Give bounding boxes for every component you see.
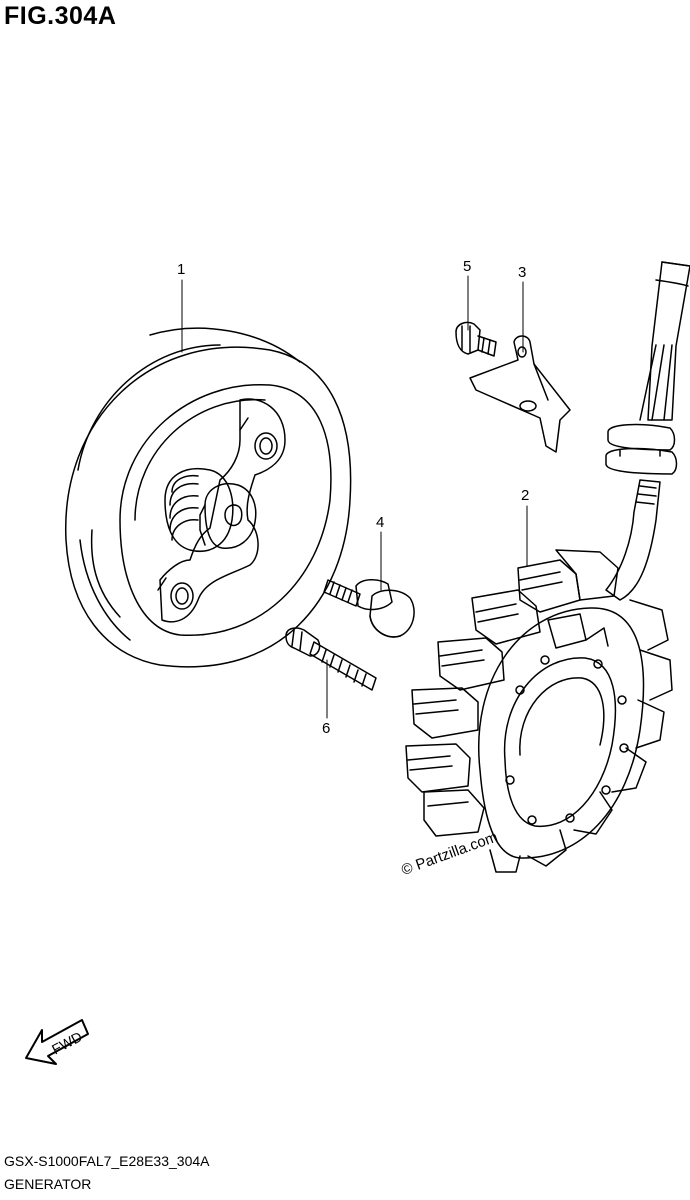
wire-harness (605, 261, 690, 601)
stator-coils (405, 549, 673, 873)
figure-code: GSX-S1000FAL7_E28E33_304A (4, 1153, 210, 1169)
fwd-label: FWD (49, 1028, 85, 1057)
leader-lines (181, 275, 528, 719)
figure-title: FIG.304A (4, 2, 117, 30)
callout-3: 3 (518, 264, 527, 281)
fwd-arrow-icon: FWD (25, 1019, 89, 1065)
callout-5: 5 (463, 258, 472, 275)
callout-4: 4 (376, 514, 385, 531)
wire-clamp (469, 335, 571, 453)
rotor-bolt (323, 579, 415, 638)
figure-name: GENERATOR (4, 1176, 92, 1192)
stator (405, 549, 673, 873)
callout-1: 1 (177, 261, 186, 278)
callout-6: 6 (322, 720, 331, 737)
callout-2: 2 (521, 487, 530, 504)
stator-bolt (285, 627, 377, 691)
clamp-screw (455, 321, 497, 357)
rotor (65, 327, 352, 668)
